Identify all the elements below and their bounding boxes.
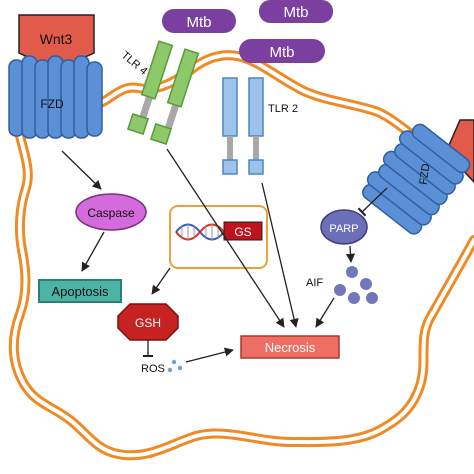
arrow-caspase-to-apoptosis	[81, 231, 105, 272]
tlr4-label: TLR 4	[119, 49, 150, 77]
mtb-label-2: Mtb	[283, 4, 308, 21]
mtb-bacterium-2: Mtb	[259, 0, 333, 23]
gsh-label: GSH	[135, 316, 161, 330]
apoptosis-label: Apoptosis	[51, 284, 109, 299]
fzd-left-label: FZD	[40, 97, 64, 111]
necrosis-node: Necrosis	[240, 335, 340, 359]
aif-label: AIF	[306, 277, 323, 289]
wnt3-label: Wnt3	[40, 31, 73, 47]
apoptosis-node: Apoptosis	[38, 279, 122, 303]
gs-gene-box: GS	[169, 205, 268, 269]
necrosis-label: Necrosis	[265, 340, 316, 355]
caspase-node: Caspase	[75, 193, 147, 231]
tlr2-receptor: TLR 2	[222, 77, 298, 175]
tlr2-label: TLR 2	[268, 103, 298, 115]
arrow-aif-to-necrosis	[315, 297, 335, 328]
arrow-gs-to-gsh	[151, 267, 171, 295]
mtb-label-1: Mtb	[186, 14, 211, 31]
parp-node: PARP	[320, 209, 368, 245]
arrow-tlr4-to-necrosis	[166, 148, 285, 328]
ros-label: ROS	[141, 363, 165, 375]
arrow-ros-to-necrosis	[185, 347, 234, 363]
mtb-bacterium-3: Mtb	[239, 39, 325, 63]
arrow-tlr2-to-necrosis	[261, 182, 299, 328]
gs-label: GS	[234, 225, 251, 239]
fzd-receptor-right	[362, 123, 471, 235]
gsh-node: GSH	[117, 303, 179, 341]
arrow-fzd-to-caspase	[61, 150, 102, 190]
pathway-arrows	[61, 148, 388, 363]
fzd-receptor-left: FZD	[8, 55, 103, 139]
inhibit-fzd-to-parp	[357, 187, 388, 217]
arrow-parp-to-aif	[345, 245, 356, 263]
parp-label: PARP	[329, 223, 358, 235]
mtb-bacterium-1: Mtb	[162, 9, 236, 33]
mtb-label-3: Mtb	[269, 44, 294, 61]
ros-molecules	[167, 359, 183, 373]
aif-molecules	[334, 266, 378, 304]
caspase-label: Caspase	[87, 206, 135, 220]
fzd-right-label: FZD	[418, 163, 433, 186]
